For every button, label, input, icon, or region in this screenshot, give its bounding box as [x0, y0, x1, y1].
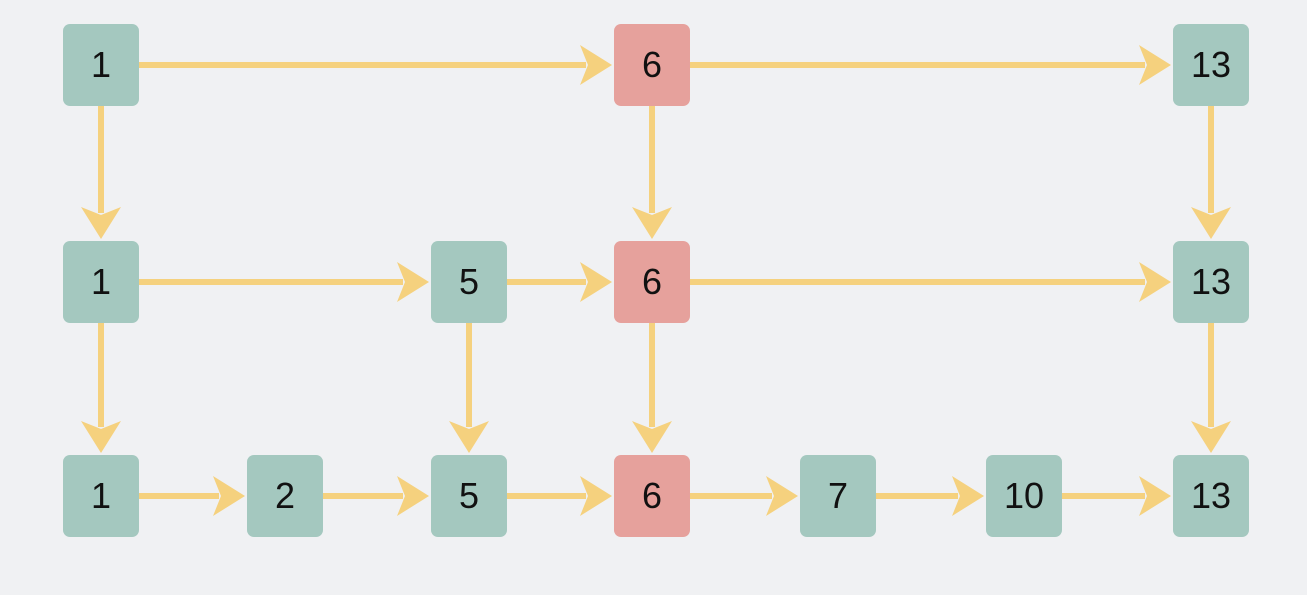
node-level2-7: 7: [800, 455, 876, 537]
arrowhead-icon: [580, 262, 612, 302]
node-level0-1: 1: [63, 24, 139, 106]
edge-n-2-7-to-n-2-10: [876, 476, 984, 516]
node-level2-10: 10: [986, 455, 1062, 537]
edge-n-1-5-to-n-2-5: [449, 323, 489, 453]
arrowhead-icon: [580, 476, 612, 516]
edge-n-1-6-to-n-1-13: [690, 262, 1171, 302]
edge-n-0-0-to-n-0-6: [139, 45, 612, 85]
node-level2-13: 13: [1173, 455, 1249, 537]
edge-n-1-1-to-n-1-5: [139, 262, 429, 302]
edge-n-0-13-to-n-1-13: [1191, 106, 1231, 239]
edge-n-1-6-to-n-2-6: [632, 323, 672, 453]
edge-n-2-1-to-n-2-2: [139, 476, 245, 516]
arrowhead-icon: [952, 476, 984, 516]
arrowhead-icon: [397, 476, 429, 516]
node-level2-1: 1: [63, 455, 139, 537]
edge-n-2-10-to-n-2-13: [1062, 476, 1171, 516]
node-level1-1: 1: [63, 241, 139, 323]
arrowhead-icon: [1139, 45, 1171, 85]
node-level2-2: 2: [247, 455, 323, 537]
arrowhead-icon: [81, 421, 121, 453]
arrowhead-icon: [449, 421, 489, 453]
arrowhead-icon: [213, 476, 245, 516]
node-level0-6: 6: [614, 24, 690, 106]
arrowhead-icon: [397, 262, 429, 302]
edge-n-0-0-to-n-1-1: [81, 106, 121, 239]
arrowhead-icon: [580, 45, 612, 85]
arrowhead-icon: [1139, 262, 1171, 302]
node-level1-13: 13: [1173, 241, 1249, 323]
node-level1-6: 6: [614, 241, 690, 323]
arrowhead-icon: [632, 207, 672, 239]
arrowhead-icon: [81, 207, 121, 239]
arrowhead-icon: [1191, 207, 1231, 239]
edge-n-0-6-to-n-0-13: [690, 45, 1171, 85]
edge-n-0-6-to-n-1-6: [632, 106, 672, 239]
edge-n-2-6-to-n-2-7: [690, 476, 798, 516]
node-level1-5: 5: [431, 241, 507, 323]
node-level2-5: 5: [431, 455, 507, 537]
arrowhead-icon: [1191, 421, 1231, 453]
edge-n-1-13-to-n-2-13: [1191, 323, 1231, 453]
arrowhead-icon: [1139, 476, 1171, 516]
node-level0-13: 13: [1173, 24, 1249, 106]
arrowhead-icon: [766, 476, 798, 516]
edge-n-2-2-to-n-2-5: [323, 476, 429, 516]
edge-n-2-5-to-n-2-6: [507, 476, 612, 516]
arrowhead-icon: [632, 421, 672, 453]
edge-n-1-5-to-n-1-6: [507, 262, 612, 302]
node-level2-6: 6: [614, 455, 690, 537]
edge-n-1-1-to-n-2-1: [81, 323, 121, 453]
